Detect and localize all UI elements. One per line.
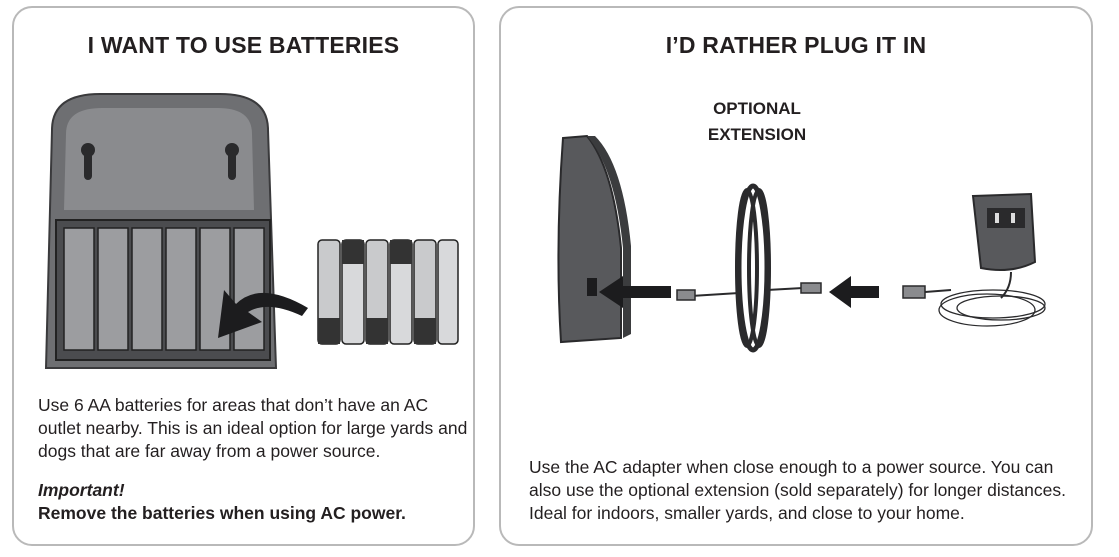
plug-heading: I’D RATHER PLUG IT IN — [665, 32, 927, 58]
plug-in-illustration — [557, 134, 1046, 353]
important-title: Important! — [38, 480, 125, 500]
arrow-icon — [829, 276, 879, 308]
battery-compartment-illustration — [44, 93, 459, 369]
device-icon — [557, 134, 631, 344]
batteries-heading: I WANT TO USE BATTERIES — [87, 32, 400, 58]
batteries-panel: I WANT TO USE BATTERIES — [12, 6, 475, 546]
arrow-icon — [599, 276, 671, 308]
important-text: Remove the batteries when using AC power… — [38, 503, 406, 523]
ac-adapter-icon — [902, 192, 1046, 327]
plug-description: Use the AC adapter when close enough to … — [529, 457, 1066, 523]
optional-extension-label: OPTIONAL EXTENSION — [697, 96, 817, 148]
battery-icon — [317, 239, 459, 345]
batteries-description: Use 6 AA batteries for areas that don’t … — [38, 395, 468, 461]
cable-icon — [676, 183, 822, 353]
optional-label-line1: OPTIONAL — [713, 99, 801, 118]
arrow-icon — [218, 290, 308, 338]
optional-label-line2: EXTENSION — [707, 125, 807, 144]
plug-panel: I’D RATHER PLUG IT IN OPTIONAL EXTENSION — [499, 6, 1093, 546]
